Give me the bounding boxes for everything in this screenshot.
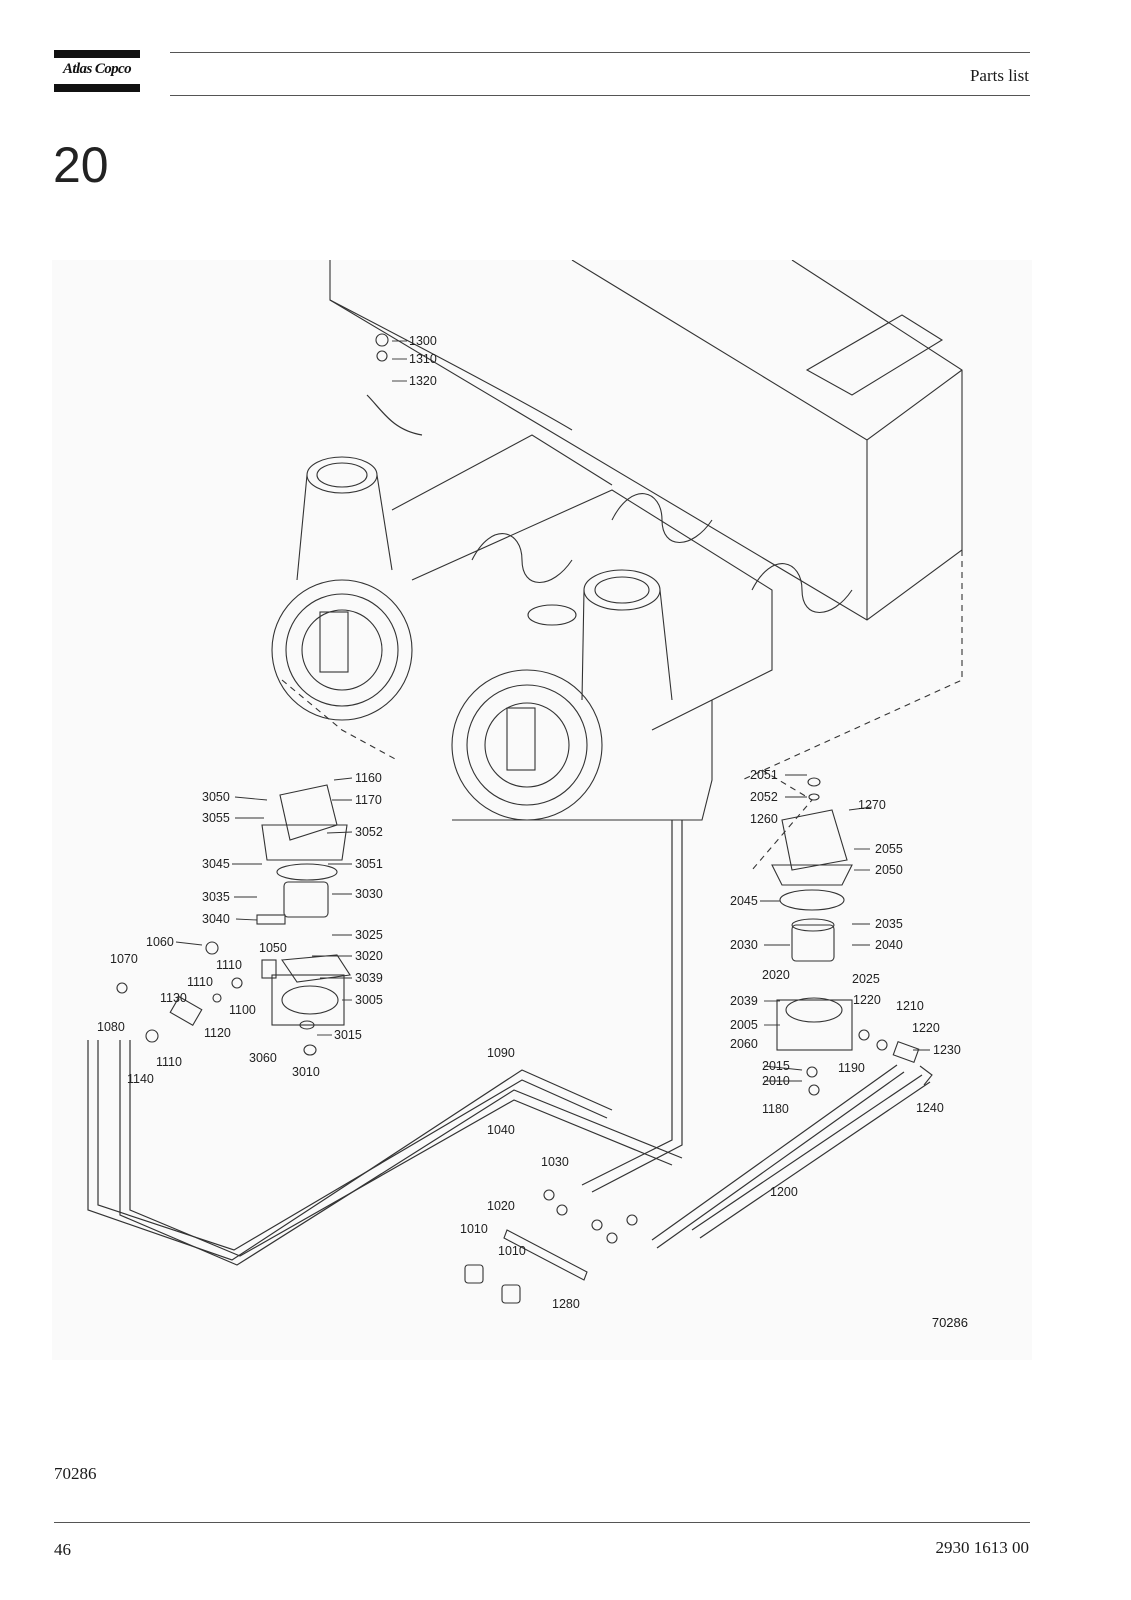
logo-wordmark: Atlas Copco [63,61,132,77]
callout-labels: 1300 1310 1320 1160 1170 3050 3055 3052 … [97,334,961,1311]
callout-label: 1120 [204,1026,231,1040]
callout-label: 1100 [229,1003,256,1017]
callout-label: 1110 [156,1055,182,1069]
exploded-parts-drawing: 1300 1310 1320 1160 1170 3050 3055 3052 … [52,260,1032,1360]
callout-label: 1300 [409,334,437,348]
callout-label: 1310 [409,352,437,366]
callout-label: 1220 [853,993,881,1007]
callout-label: 1200 [770,1185,798,1199]
callout-label: 1180 [762,1102,789,1116]
callout-label: 2030 [730,938,758,952]
callout-label: 1010 [460,1222,488,1236]
callout-label: 2051 [750,768,778,782]
pipework [87,394,931,1266]
callout-label: 1270 [858,798,886,812]
callout-label: 1020 [487,1199,515,1213]
page-title: Parts list [969,66,1029,85]
callout-label: 3020 [355,949,383,963]
callout-label: 2040 [875,938,903,952]
callout-label: 3050 [202,790,230,804]
callout-label: 2039 [730,994,758,1008]
callout-leaders [175,340,930,1082]
callout-label: 1090 [487,1046,515,1060]
callout-label: 1030 [541,1155,569,1169]
logo-bar-top [54,50,140,58]
callout-label: 2052 [750,790,778,804]
callout-label: 3060 [249,1051,277,1065]
callout-label: 1110 [216,958,242,972]
callout-label: 3039 [355,971,383,985]
callout-label: 1190 [838,1061,865,1075]
callout-label: 2025 [852,972,880,986]
callout-label: 1170 [355,793,382,807]
callout-label: 3005 [355,993,383,1007]
callout-label: 1130 [160,991,187,1005]
callout-label: 3030 [355,887,383,901]
callout-label: 2060 [730,1037,758,1051]
callout-label: 2045 [730,894,758,908]
callout-label: 1210 [896,999,924,1013]
figure-reference: 70286 [931,1315,968,1330]
callout-label: 1040 [487,1123,515,1137]
drain-valves [375,333,638,1304]
callout-label: 1240 [916,1101,944,1115]
callout-label: 1140 [127,1072,154,1086]
callout-label: 3040 [202,912,230,926]
header-rule-top [170,52,1030,53]
callout-label: 1260 [750,812,778,826]
callout-label: 2035 [875,917,903,931]
callout-label: 1220 [912,1021,940,1035]
callout-label: 2005 [730,1018,758,1032]
callout-label: 3025 [355,928,383,942]
machine-outline [271,260,963,871]
callout-label: 2010 [762,1074,790,1088]
callout-label: 3015 [334,1028,362,1042]
callout-label: 1010 [498,1244,526,1258]
page-number: 46 [54,1540,71,1559]
callout-label: 1280 [552,1297,580,1311]
brand-logo: Atlas Copco [54,50,140,94]
callout-label: 2055 [875,842,903,856]
footer-rule [54,1522,1030,1523]
callout-label: 1050 [259,941,287,955]
callout-label: 1070 [110,952,138,966]
header-rule-bottom [170,95,1030,96]
right-valve-assembly [771,777,933,1096]
logo-bar-bottom [54,84,140,92]
callout-label: 1320 [409,374,437,388]
callout-label: 3052 [355,825,383,839]
callout-label: 1160 [355,771,382,785]
callout-label: 1230 [933,1043,961,1057]
callout-label: 3035 [202,890,230,904]
callout-label: 1080 [97,1020,125,1034]
callout-label: 3055 [202,811,230,825]
section-number: 20 [53,137,109,193]
callout-label: 3051 [355,857,383,871]
figure-caption: 70286 [54,1464,97,1483]
drawing-canvas: 1300 1310 1320 1160 1170 3050 3055 3052 … [87,260,963,1311]
callout-label: 2050 [875,863,903,877]
callout-label: 1110 [187,975,213,989]
callout-label: 2015 [762,1059,790,1073]
callout-label: 3045 [202,857,230,871]
callout-label: 2020 [762,968,790,982]
callout-label: 1060 [146,935,174,949]
document-number: 2930 1613 00 [935,1538,1030,1557]
callout-label: 3010 [292,1065,320,1079]
